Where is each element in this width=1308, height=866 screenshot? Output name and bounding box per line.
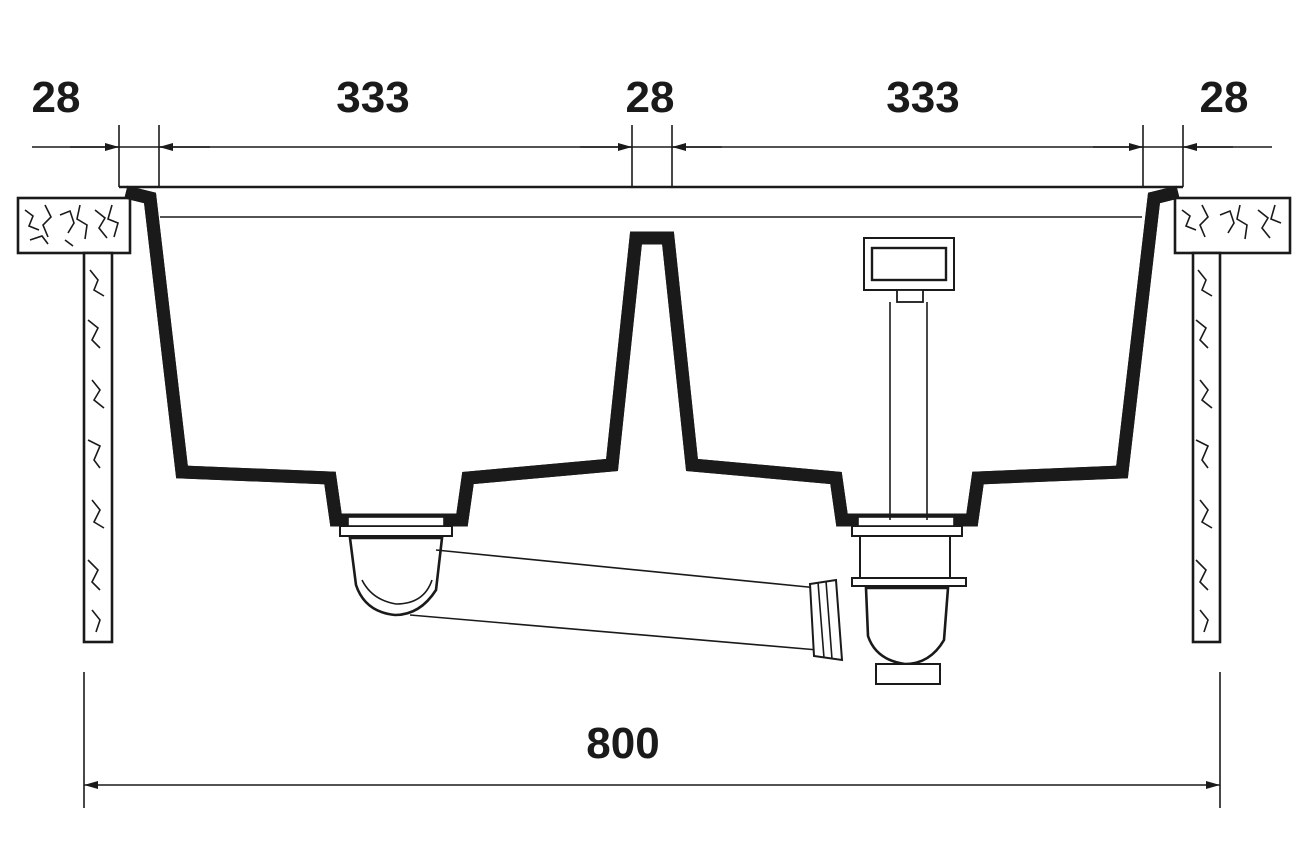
overflow-pipe bbox=[409, 549, 844, 662]
top-dimension-line bbox=[32, 125, 1272, 187]
dim-left-rim: 28 bbox=[32, 73, 81, 122]
cabinet-wall-right bbox=[1191, 251, 1222, 644]
dim-left-bowl: 333 bbox=[336, 73, 409, 122]
drain-right bbox=[851, 516, 967, 685]
cabinet-wall-left bbox=[82, 251, 114, 644]
dim-right-rim: 28 bbox=[1200, 73, 1249, 122]
sink-body bbox=[119, 187, 1183, 527]
bottom-dimension-line bbox=[83, 672, 1221, 808]
countertop-right bbox=[1173, 196, 1292, 255]
countertop-left bbox=[16, 196, 132, 255]
overflow-fitting bbox=[863, 237, 955, 520]
dim-right-bowl: 333 bbox=[886, 73, 959, 122]
dim-overall-width: 800 bbox=[586, 719, 659, 768]
drain-left bbox=[339, 516, 453, 617]
dim-divider: 28 bbox=[626, 73, 675, 122]
